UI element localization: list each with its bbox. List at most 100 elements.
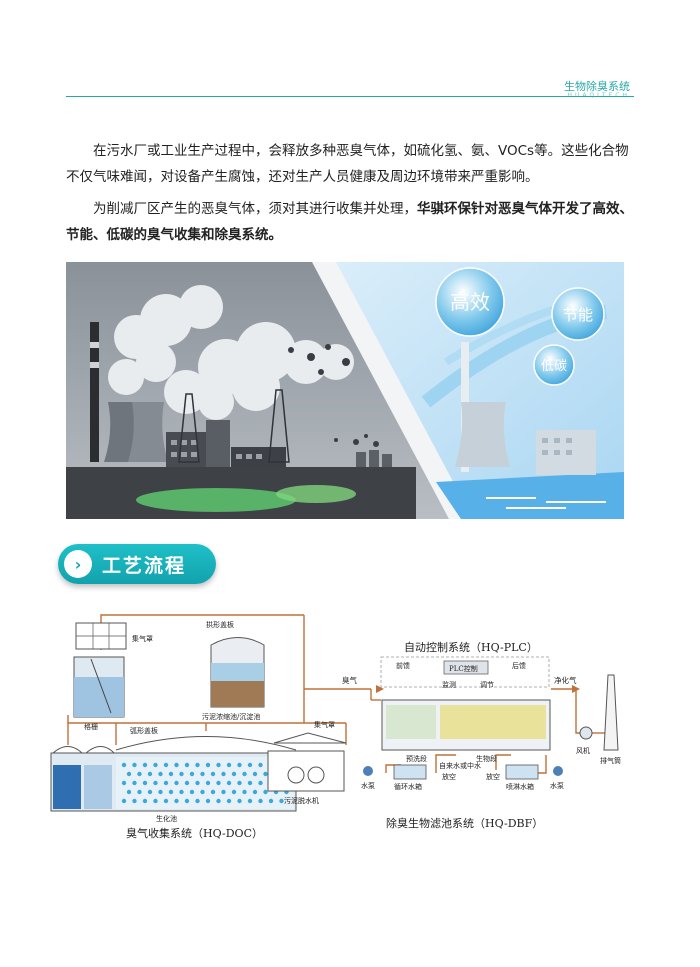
pollution-vs-clean-illustration: 高效 节能 低碳: [66, 262, 624, 519]
aeration-bubble: [258, 780, 263, 786]
section-title: 工艺流程: [102, 555, 187, 577]
aeration-bubble: [237, 762, 242, 768]
aeration-bubble: [279, 798, 284, 804]
dbf-caption: 除臭生物滤池系统（HQ-DBF）: [386, 816, 543, 830]
aeration-bubble: [179, 771, 184, 777]
aeration-bubble: [200, 771, 205, 777]
fan-label: 风机: [576, 746, 590, 755]
bubble-small-label: 低碳: [541, 359, 567, 374]
dewater-label: 污泥脱水机: [284, 796, 319, 805]
aeration-bubble: [132, 762, 137, 768]
aeration-bubble: [252, 789, 258, 795]
aeration-bubble: [163, 798, 169, 804]
aeration-bubble: [126, 771, 132, 777]
aeration-bubble: [263, 789, 268, 795]
aeration-bubble: [174, 762, 179, 768]
header-subtitle: HUAQITECH: [567, 92, 630, 99]
aeration-bubble: [184, 780, 190, 786]
section-badge: › 工艺流程: [58, 544, 216, 584]
aeration-bubble: [163, 780, 169, 786]
aeration-bubble: [205, 798, 211, 804]
bio-section-label: 生物段: [476, 754, 497, 763]
aeration-bubble: [242, 789, 247, 795]
doc-caption: 臭气收集系统（HQ-DOC）: [126, 826, 263, 840]
pump-right-label: 水泵: [550, 781, 564, 790]
aeration-bubble: [153, 762, 158, 768]
aeration-bubble: [153, 798, 158, 804]
aeration-bubble: [142, 762, 148, 768]
aeration-bubble: [252, 771, 258, 777]
aeration-bubble: [216, 798, 221, 804]
aeration-bubble: [163, 762, 169, 768]
pump-left-label: 水泵: [361, 781, 375, 790]
aeration-bubble: [242, 771, 247, 777]
feedback-back-label: 后馈: [512, 661, 526, 670]
purpose-bold-text: 华骐环保针对恶臭气体开发了高效、节能、低碳的臭气收集和除臭系统。: [66, 201, 633, 243]
aeration-bubble: [168, 771, 174, 777]
aeration-bubble: [210, 789, 216, 795]
aeration-bubble: [195, 762, 200, 768]
aeration-bubble: [226, 780, 232, 786]
aeration-bubble: [168, 789, 174, 795]
plc-box-label: PLC控制: [449, 664, 478, 673]
aeration-bubble: [121, 780, 127, 786]
aeration-bubble: [121, 798, 127, 804]
aeration-bubble: [263, 771, 268, 777]
aeration-bubble: [258, 762, 263, 768]
aeration-bubble: [247, 780, 253, 786]
aeration-bubble: [221, 771, 226, 777]
aeration-bubble: [142, 798, 148, 804]
aeration-bubble: [247, 798, 253, 804]
aeration-bubble: [153, 780, 158, 786]
feedback-front-label: 前馈: [396, 661, 410, 670]
header-divider: [66, 96, 634, 97]
aeration-bubble: [200, 789, 205, 795]
arc-cover-label: 弧形盖板: [130, 726, 158, 735]
aeration-bubble: [195, 780, 200, 786]
aeration-bubble: [189, 771, 195, 777]
aeration-bubble: [132, 780, 137, 786]
aeration-bubble: [132, 798, 137, 804]
aeration-bubble: [158, 789, 163, 795]
drain-right-label: 放空: [486, 772, 500, 781]
chevron-right-icon: ›: [64, 550, 92, 578]
aeration-bubble: [142, 780, 148, 786]
plc-title: 自动控制系统（HQ-PLC）: [404, 640, 538, 654]
aeration-bubble: [147, 771, 153, 777]
aeration-bubble: [121, 762, 127, 768]
stack-label: 排气筒: [600, 756, 621, 765]
aeration-bubble: [258, 798, 263, 804]
water-source-label: 自来水或中水: [439, 761, 481, 770]
aeration-bubble: [189, 789, 195, 795]
purpose-paragraph: 为削减厂区产生的恶臭气体，须对其进行收集并处理，华骐环保针对恶臭气体开发了高效、…: [66, 196, 634, 248]
aeration-bubble: [231, 789, 237, 795]
aeration-bubble: [174, 798, 179, 804]
bubble-right-label: 节能: [563, 306, 593, 324]
bio-pool-label: 生化池: [156, 814, 177, 823]
aeration-bubble: [137, 771, 142, 777]
monitor-label: 监测: [442, 680, 456, 689]
arch-cover-label: 拱形盖板: [206, 620, 234, 629]
aeration-bubble: [226, 798, 232, 804]
grille-label: 格栅: [84, 722, 98, 731]
aeration-bubble: [231, 771, 237, 777]
adjust-label: 调节: [480, 680, 494, 689]
aeration-bubble: [184, 762, 190, 768]
aeration-bubble: [195, 798, 200, 804]
gather-hood-left-label: 集气罩: [132, 634, 153, 643]
aeration-bubble: [174, 780, 179, 786]
aeration-bubble: [237, 780, 242, 786]
header-title: 生物除臭系统: [564, 80, 630, 93]
aeration-bubble: [147, 789, 153, 795]
process-flow-diagram: 集气罩 格栅 拱形盖板 污泥浓缩池/沉淀池 臭气 弧形盖板 生化池 臭气收集系统…: [50, 614, 621, 840]
aeration-bubble: [126, 789, 132, 795]
aeration-bubble: [179, 789, 184, 795]
aeration-bubble: [237, 798, 242, 804]
circ-tank-label: 循环水箱: [394, 782, 422, 791]
intro-paragraph: 在污水厂或工业生产过程中，会释放多种恶臭气体，如硫化氢、氨、VOCs等。这些化合…: [66, 143, 629, 185]
pre-wash-label: 预洗段: [406, 754, 427, 763]
aeration-bubble: [205, 780, 211, 786]
aeration-bubble: [210, 771, 216, 777]
aeration-bubble: [158, 771, 163, 777]
aeration-bubble: [216, 762, 221, 768]
